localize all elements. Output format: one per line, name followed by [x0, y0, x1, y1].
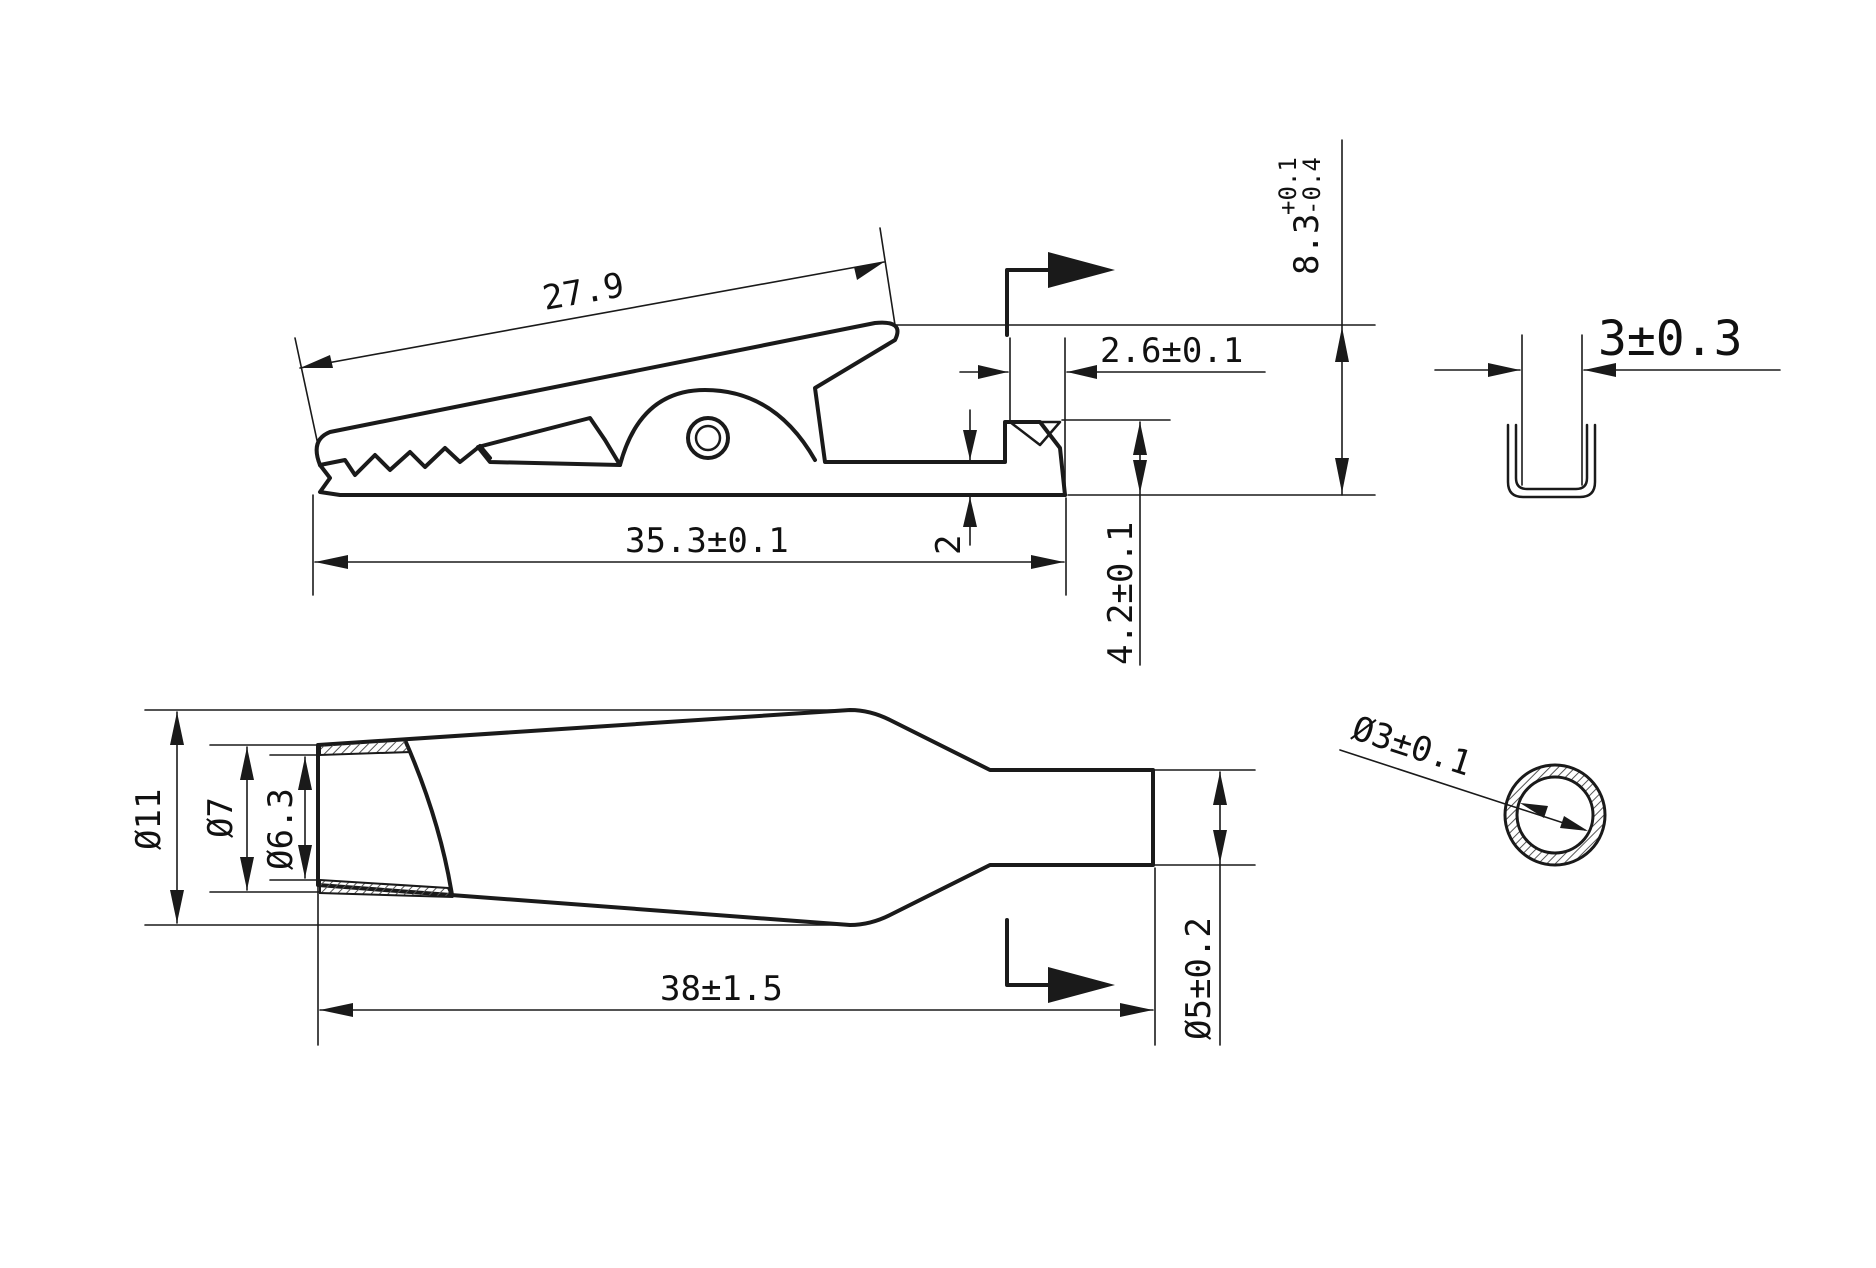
dim-section-width: 3±0.3	[1598, 311, 1743, 367]
boot-mouth	[403, 738, 454, 897]
clip-base	[318, 463, 1067, 497]
clip-cross-section: 3±0.3	[1434, 311, 1781, 499]
section-marker-bottom	[1005, 918, 1115, 1003]
dim-total-height-tol-lower: -0.4	[1298, 157, 1326, 215]
dim-boot-tail: Ø5±0.2	[1179, 917, 1219, 1040]
boot-side-view	[316, 708, 1155, 927]
section-marker-top	[1005, 252, 1115, 337]
section-arrow-icon	[1048, 252, 1115, 288]
boot-dimensions: Ø11 Ø7 Ø6.3 38±1.5 Ø5±0.2	[129, 709, 1256, 1046]
clip-dimensions: 27.9 35.3±0.1 2.6±0.1 2 4.2±0.1	[294, 139, 1376, 666]
tube-inner	[1515, 775, 1595, 855]
dim-boot-mouth: Ø7	[201, 797, 241, 838]
clip-upper-jaw	[314, 320, 1067, 497]
dim-boot-outer: Ø11	[129, 789, 169, 850]
dim-rear-height: 4.2±0.1	[1101, 522, 1141, 665]
section-arrow-icon	[1048, 967, 1115, 1003]
tube-cross-section: Ø3±0.1	[1339, 709, 1607, 867]
boot-wall-top	[319, 738, 412, 757]
dim-total-height-tol-upper: +0.1	[1274, 157, 1302, 215]
clip-hinge-arc	[618, 388, 817, 467]
clip-window	[476, 416, 622, 467]
dim-clip-length: 35.3±0.1	[625, 521, 789, 561]
clip-teeth	[318, 444, 492, 477]
dim-boot-length: 38±1.5	[660, 969, 783, 1009]
boot-wall-bottom	[319, 878, 454, 899]
u-profile	[1506, 423, 1597, 499]
dim-spring-width: 2.6±0.1	[1100, 331, 1243, 371]
spring-tab	[1008, 420, 1062, 447]
dim-total-height: 8.3	[1287, 214, 1327, 275]
clip-side-view	[314, 320, 1067, 497]
pivot-icon	[686, 416, 730, 460]
boot-outline	[316, 708, 1155, 927]
dim-boot-inner: Ø6.3	[261, 788, 301, 870]
dim-tail-height: 2	[929, 535, 969, 555]
